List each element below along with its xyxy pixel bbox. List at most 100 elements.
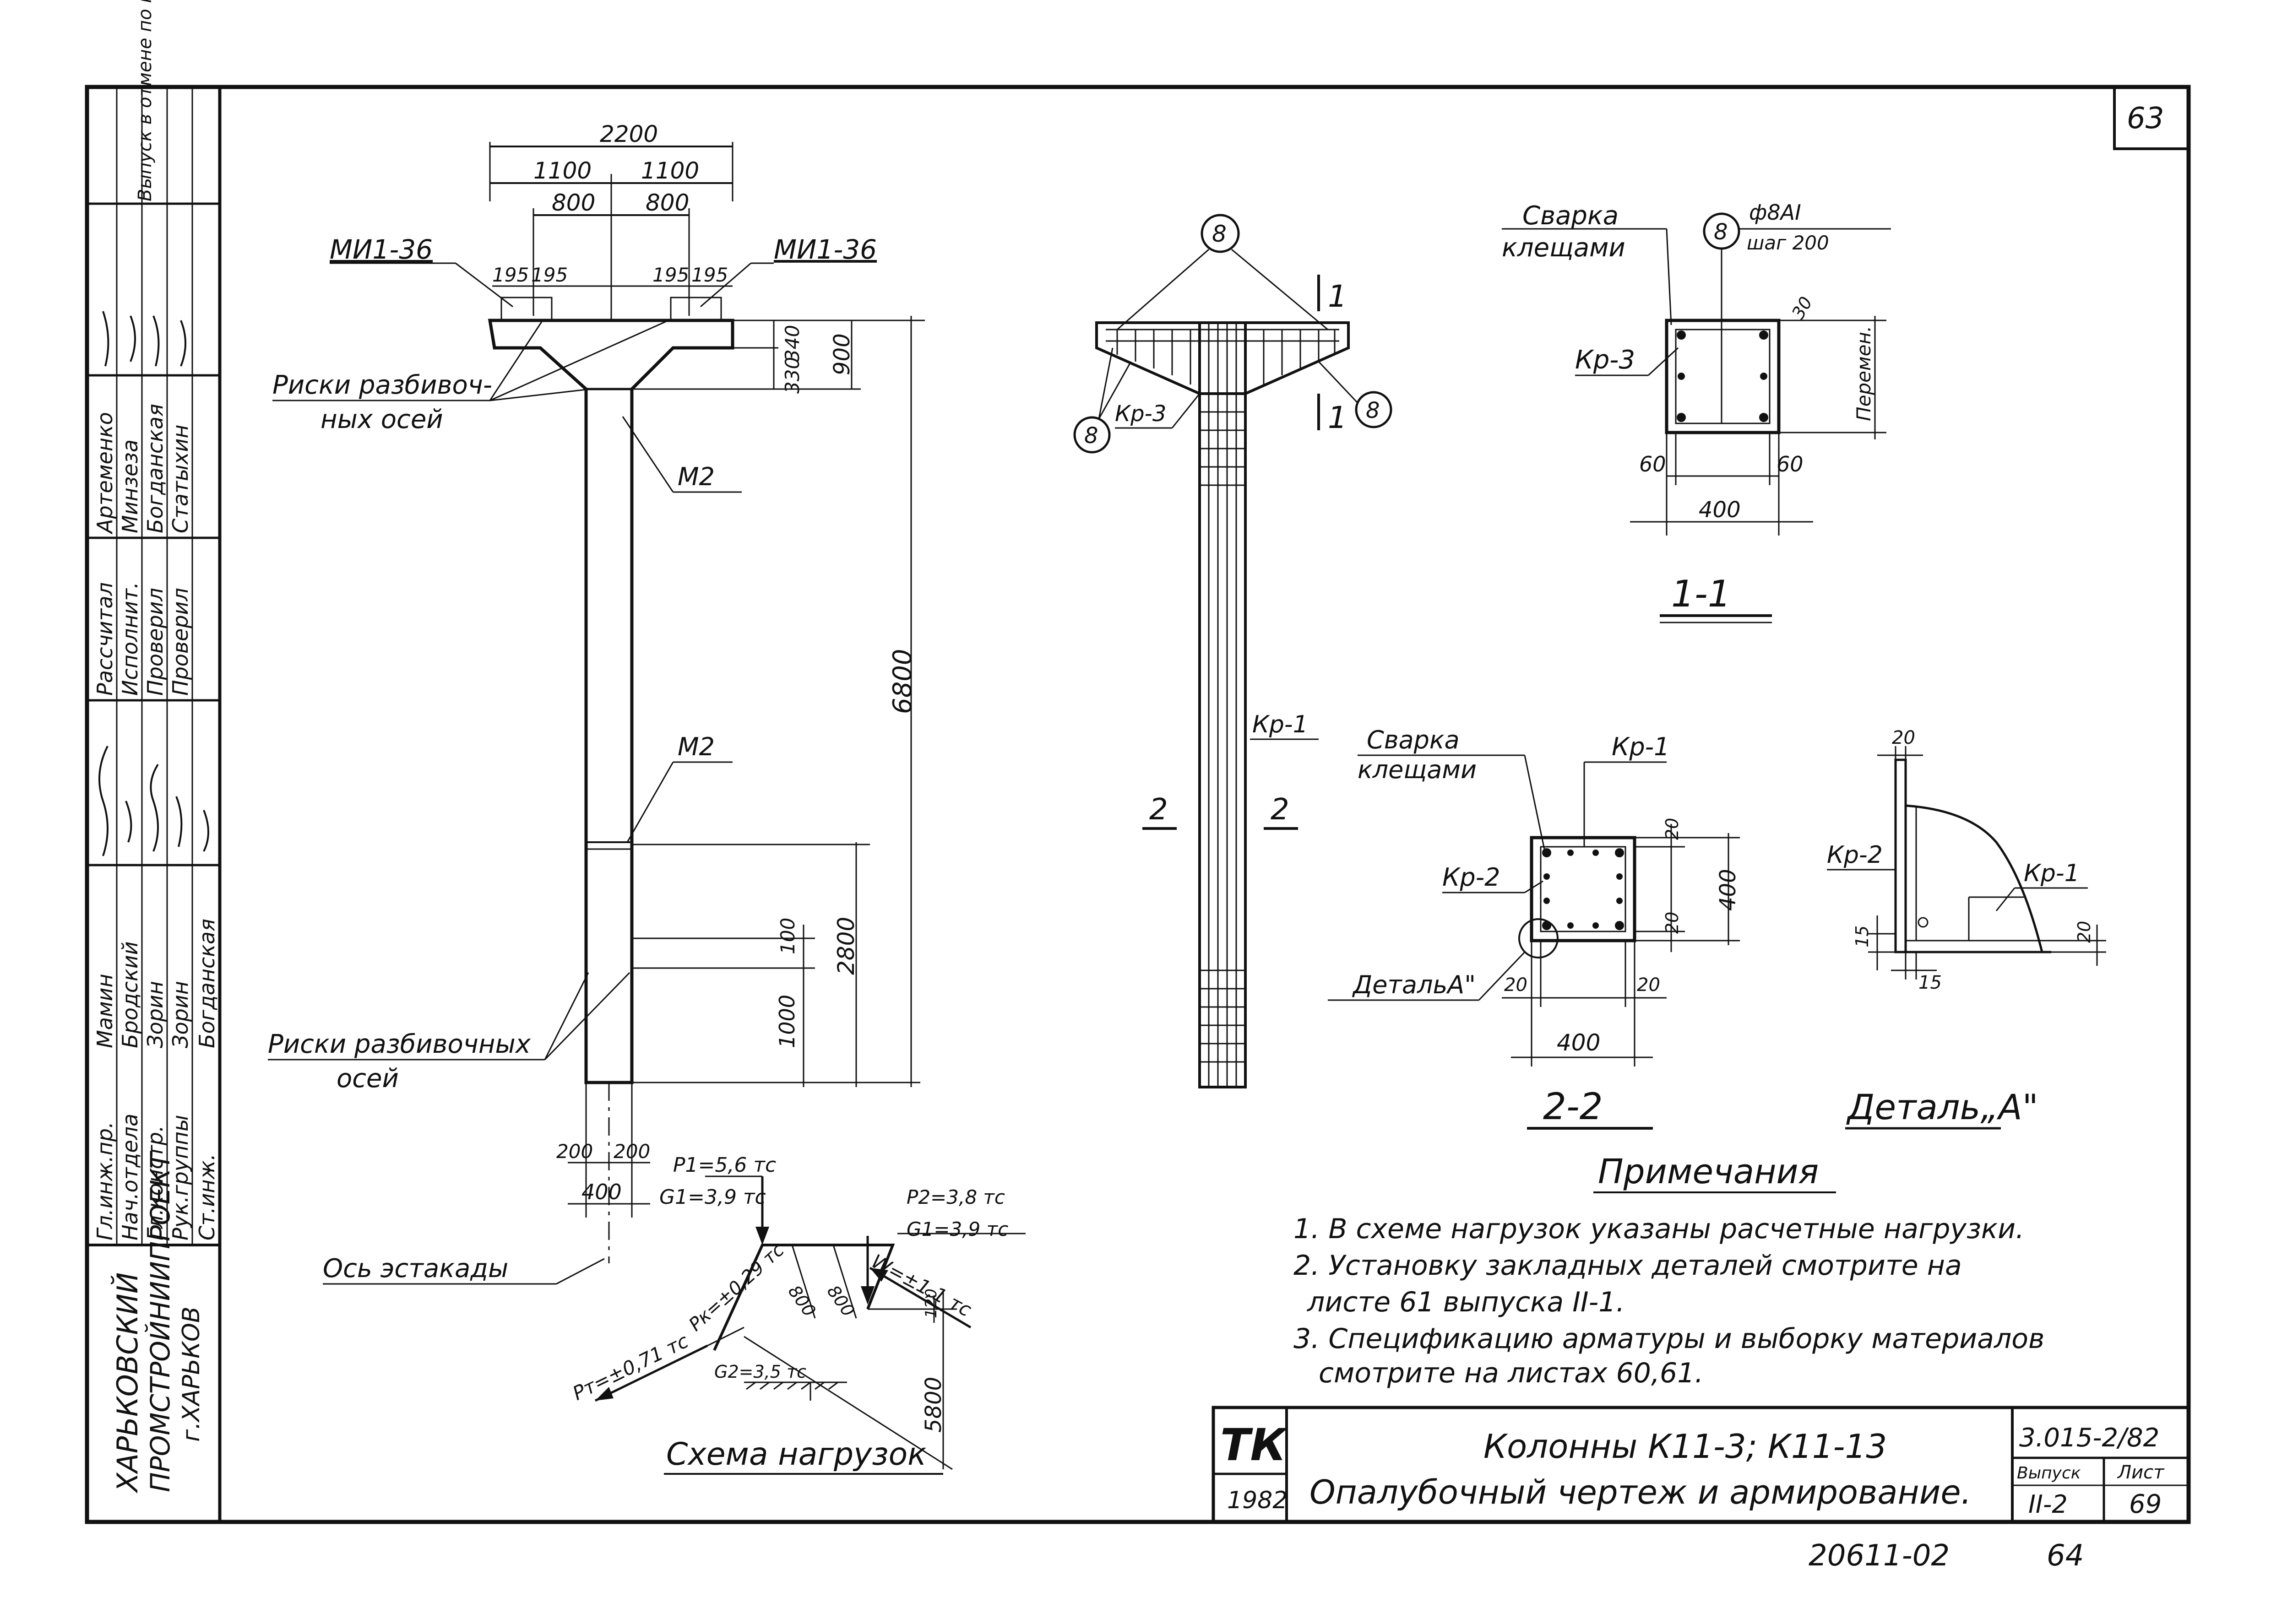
ls-p2: P2=3,8 тс xyxy=(907,1186,1005,1208)
page-number: 63 xyxy=(2127,102,2164,135)
dim-200-left: 200 xyxy=(556,1140,593,1163)
tb-code: 3.015-2/82 xyxy=(2019,1423,2159,1453)
org-line-3: г.ХАРЬКОВ xyxy=(178,1306,205,1442)
ls-w: W=±1,1 тс xyxy=(868,1250,975,1321)
org-line-1: ХАРЬКОВСКИЙ xyxy=(110,1272,144,1494)
tb-year: 1982 xyxy=(1227,1487,1288,1514)
ls-g1: G1=3,9 тс xyxy=(659,1186,766,1209)
da-kp2: Кр-2 xyxy=(1827,841,1883,869)
s11-dim-60-right: 60 xyxy=(1777,452,1804,476)
section-1-1-bars xyxy=(1677,330,1768,422)
dim-1000: 1000 xyxy=(775,995,799,1048)
label-kp3: Кр-3 xyxy=(1115,401,1166,427)
s11-dim-60-left: 60 xyxy=(1639,452,1666,476)
stamp-role-9: Проверил xyxy=(168,588,193,696)
da-dim-15-v: 15 xyxy=(1852,926,1872,947)
da-dim-15-h: 15 xyxy=(1918,972,1942,993)
stamp-name-9: Статыхин xyxy=(168,425,193,533)
section-2-2-bars xyxy=(1542,848,1624,930)
stamp-name-3: Зорин xyxy=(143,981,168,1048)
s11-variable: Перемен. xyxy=(1853,326,1875,421)
stamp-name-6: Артеменко xyxy=(92,412,117,535)
footer-page: 64 xyxy=(2047,1539,2084,1573)
dim-800-left: 800 xyxy=(552,189,595,216)
tb-title-1: Колонны К11-3; К11-13 xyxy=(1483,1427,1887,1466)
stamp-role-3: Гл.констр. xyxy=(143,1125,168,1240)
s22-weld-2: клещами xyxy=(1358,755,1477,784)
s11-marker-8-text: 8 xyxy=(1714,219,1728,245)
label-mi1-36-left: МИ1-36 xyxy=(330,234,433,265)
dim-200-right: 200 xyxy=(614,1140,650,1163)
ls-dim-5800: 5800 xyxy=(921,1377,946,1433)
tb-issue-value: II-2 xyxy=(2028,1490,2068,1519)
stamp-role-7: Исполнит. xyxy=(118,582,142,696)
dim-1100-right: 1100 xyxy=(641,157,699,184)
s22-weld-1: Сварка xyxy=(1367,725,1460,754)
s11-bar-step: шаг 200 xyxy=(1747,232,1829,254)
rebar-head xyxy=(1095,321,1350,395)
ls-title: Схема нагрузок xyxy=(666,1436,926,1472)
tb-logo: ТК xyxy=(1220,1419,1288,1471)
s11-weld-2: клещами xyxy=(1502,233,1625,263)
stamp-role-8: Проверил xyxy=(143,588,168,696)
da-dim-20-r: 20 xyxy=(2074,921,2094,943)
label-mi1-36-right: МИ1-36 xyxy=(774,234,877,265)
dim-195-3: 195 xyxy=(652,264,689,286)
detail-a-callout-circle xyxy=(1518,918,1559,958)
s11-dim-30: 30 xyxy=(1788,293,1816,323)
dim-330: 330 xyxy=(781,357,804,394)
label-axis: Ось эстакады xyxy=(323,1254,508,1283)
detail-a: 20 Кр-2 Кр-1 15 15 20 Деталь„А" xyxy=(1827,727,2106,1130)
s11-kp3: Кр-3 xyxy=(1575,345,1635,375)
section-mark-1-bot: 1 xyxy=(1328,400,1347,435)
stamp-role-6: Рассчитал xyxy=(92,582,117,696)
marker-8-right-text: 8 xyxy=(1366,398,1380,423)
da-dim-20-top: 20 xyxy=(1892,727,1915,748)
footer-code: 20611-02 xyxy=(1809,1539,1950,1573)
s22-kp1: Кр-1 xyxy=(1612,732,1669,761)
da-kp1: Кр-1 xyxy=(2024,860,2080,887)
dim-195-4: 195 xyxy=(691,264,728,286)
reinforcement-view: 8 8 8 Кр-3 Кр-1 1 1 2 2 xyxy=(1073,214,1392,1088)
notes-block: Примечания 1. В схеме нагрузок указаны р… xyxy=(1293,1152,2044,1389)
s22-dim-20-d: 20 xyxy=(1637,974,1660,996)
label-risk-top-2: ных осей xyxy=(321,405,443,434)
s11-dim-400: 400 xyxy=(1699,497,1741,523)
s11-bar-spec: ф8АI xyxy=(1749,200,1801,225)
marker-8-top-text: 8 xyxy=(1212,221,1227,247)
org-line-2: ПРОМСТРОЙНИИПРОЕКТ xyxy=(144,1150,176,1492)
ls-p1: P1=5,6 тс xyxy=(673,1153,776,1177)
marker-8-right xyxy=(1355,391,1392,428)
rebar-shaft xyxy=(1198,321,1247,1088)
load-scheme: 120 5800 P1=5,6 тс G1=3,9 тс P2=3,8 тс G… xyxy=(569,1153,1026,1475)
s22-kp2: Кр-2 xyxy=(1442,863,1500,892)
plate-mi-right xyxy=(670,297,722,321)
stamp-note: Выпуск в отмене по програм. МЕ КВС xyxy=(135,0,156,201)
column-elevation: 2200 1100 1100 800 800 195 195 195 195 3… xyxy=(268,121,925,1285)
note-line-3: листе 61 выпуска II-1. xyxy=(1307,1286,1625,1318)
dim-340: 340 xyxy=(781,325,804,362)
label-risk-bot-2: осей xyxy=(337,1064,399,1093)
left-stamp-strip: ХАРЬКОВСКИЙ ПРОМСТРОЙНИИПРОЕКТ г.ХАРЬКОВ… xyxy=(87,0,220,1494)
s11-title: 1-1 xyxy=(1671,573,1731,615)
detail-a-corner xyxy=(1894,758,1907,953)
stamp-name-2: Бродский xyxy=(118,941,142,1048)
dim-195-2: 195 xyxy=(531,264,568,286)
section-1-1: 60 60 400 Перемен. 30 Сварка клещами 8 ф… xyxy=(1502,200,1891,623)
dim-900: 900 xyxy=(829,333,855,375)
dim-2800: 2800 xyxy=(833,917,859,975)
note-line-5: смотрите на листах 60,61. xyxy=(1319,1357,1703,1389)
plate-mi-left xyxy=(500,297,553,321)
s22-dim-20-b: 20 xyxy=(1662,912,1682,934)
section-2-2-outline xyxy=(1530,836,1636,942)
marker-8-left-text: 8 xyxy=(1084,423,1098,449)
s22-dim-400-h: 400 xyxy=(1557,1029,1600,1056)
label-risk-bot-1: Риски разбивочных xyxy=(268,1029,531,1059)
section-mark-2-left: 2 xyxy=(1149,793,1168,827)
stamp-role-1: Гл.инж.пр. xyxy=(92,1121,117,1240)
label-risk-top-1: Риски разбивоч- xyxy=(272,370,492,400)
dim-2200: 2200 xyxy=(600,121,658,147)
ls-g1b: G1=3,9 тс xyxy=(907,1218,1008,1240)
